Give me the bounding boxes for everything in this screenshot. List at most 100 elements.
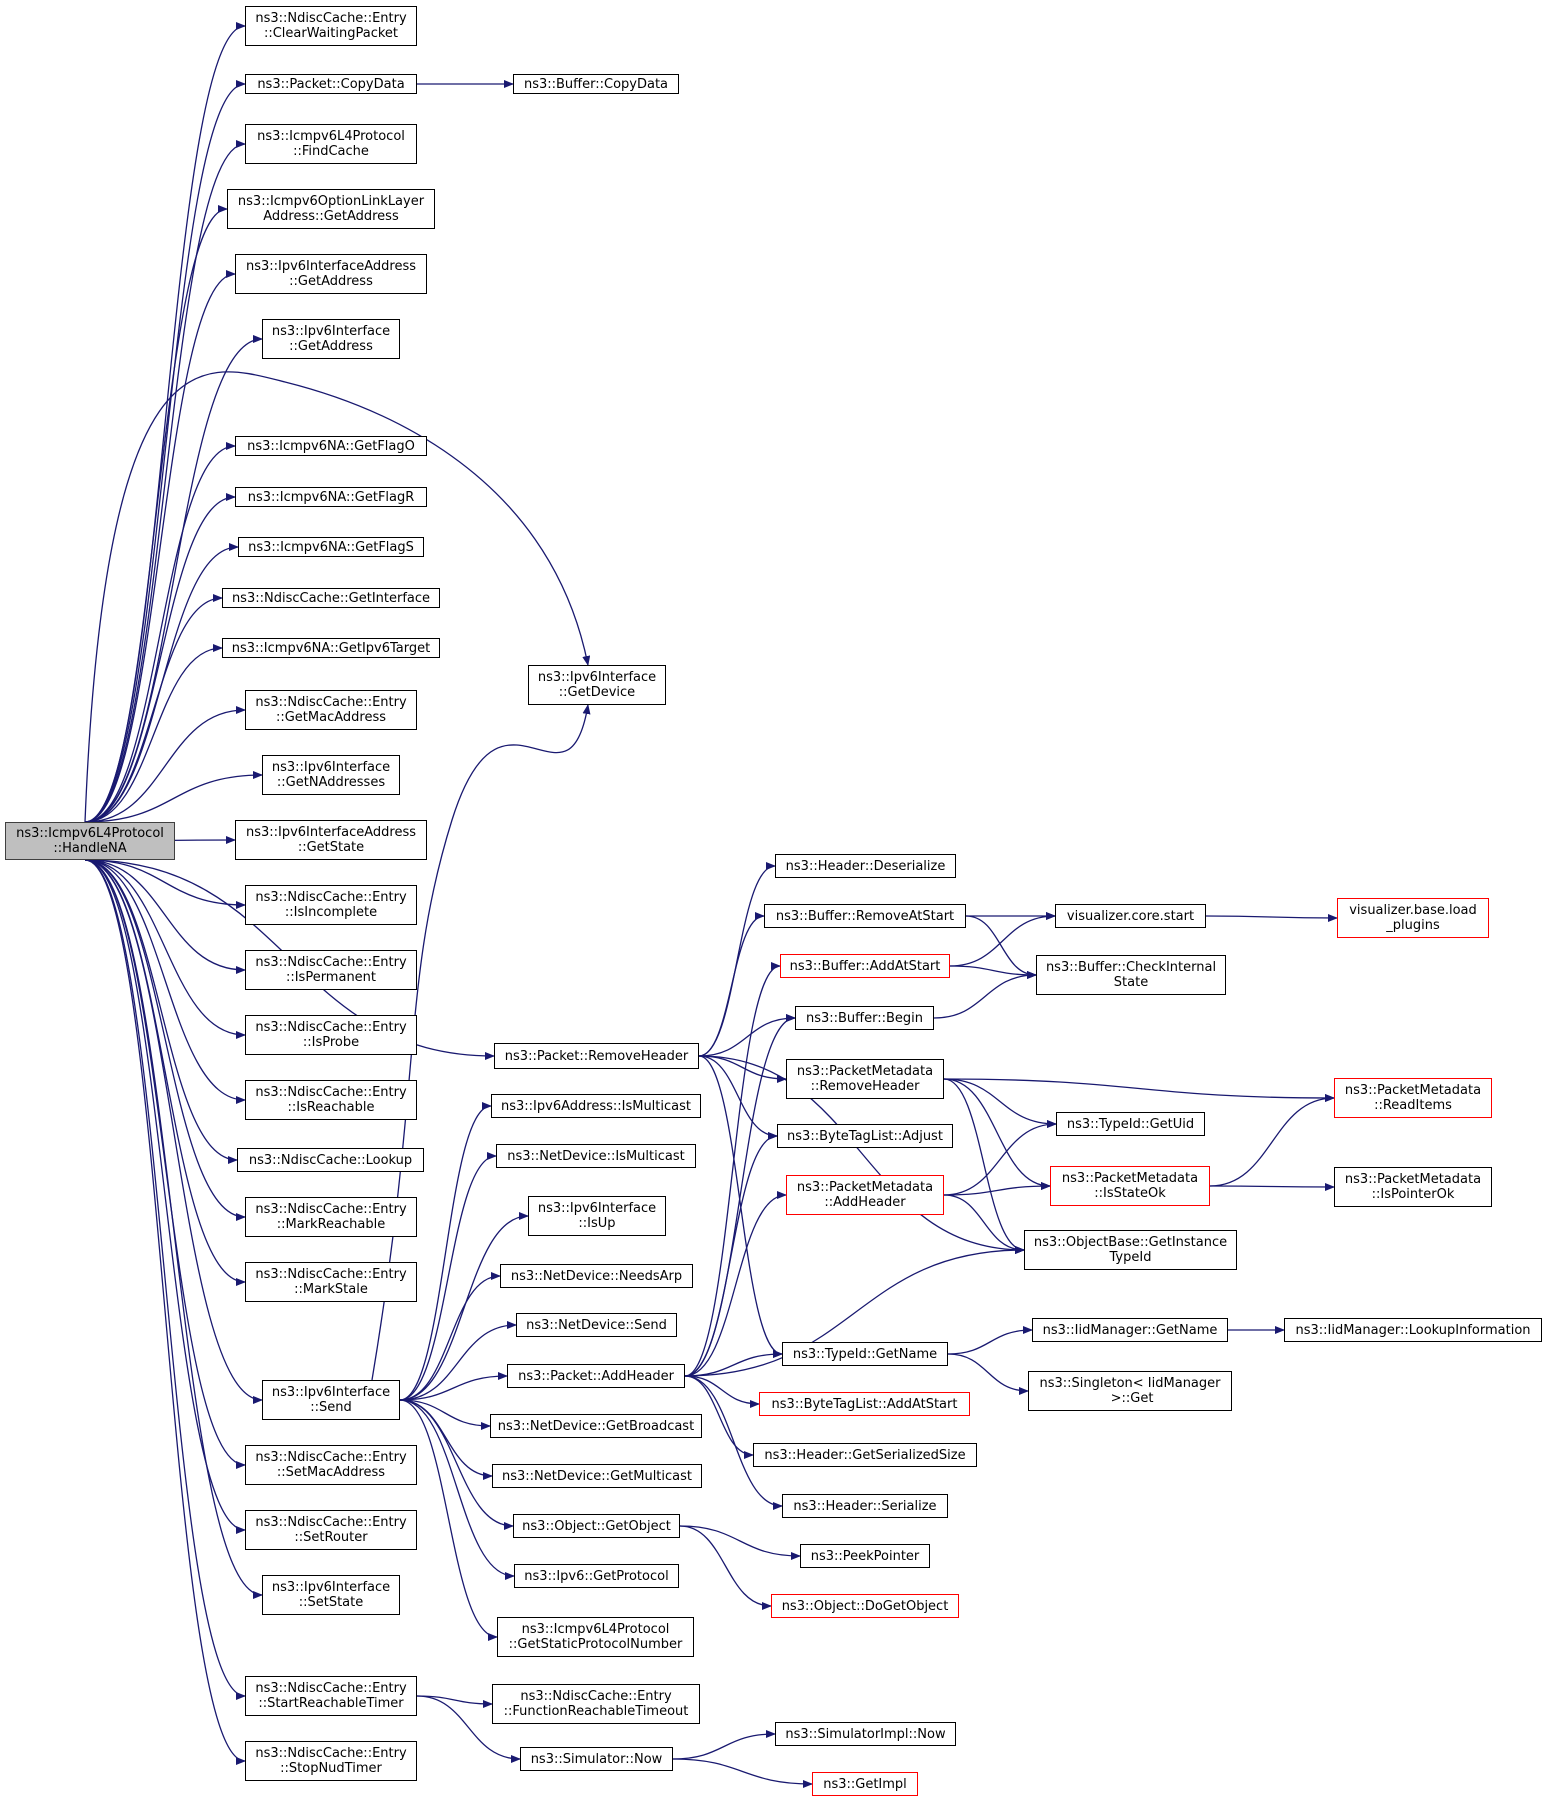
node-iidGetName[interactable]: ns3::IidManager::GetName — [1032, 1318, 1228, 1342]
node-optLinkGetAddress[interactable]: ns3::Icmpv6OptionLinkLayer Address::GetA… — [227, 189, 435, 229]
edge-objectGetObject-to-objectDoGetObject — [679, 1525, 772, 1610]
node-ndEntryClearWaiting[interactable]: ns3::NdiscCache::Entry ::ClearWaitingPac… — [245, 6, 417, 46]
node-ifAddrGetAddress[interactable]: ns3::Ipv6InterfaceAddress ::GetAddress — [235, 254, 427, 294]
edge-root-to-ndEntryClearWaiting — [84, 22, 246, 823]
node-ndEntryIsProbe[interactable]: ns3::NdiscCache::Entry ::IsProbe — [245, 1015, 417, 1055]
node-ndEntrySetMac[interactable]: ns3::NdiscCache::Entry ::SetMacAddress — [245, 1445, 417, 1485]
node-byteTagAddAtStart[interactable]: ns3::ByteTagList::AddAtStart — [759, 1392, 970, 1416]
node-icmpGetStaticProto[interactable]: ns3::Icmpv6L4Protocol ::GetStaticProtoco… — [497, 1617, 694, 1657]
edge-packetRemoveHeader-to-byteTagAdjust — [698, 1055, 778, 1140]
node-netDevGetMulticast[interactable]: ns3::NetDevice::GetMulticast — [492, 1464, 702, 1488]
node-ifSetState[interactable]: ns3::Ipv6Interface ::SetState — [262, 1575, 400, 1615]
node-netDevNeedsArp[interactable]: ns3::NetDevice::NeedsArp — [500, 1264, 693, 1288]
node-packetCopyData[interactable]: ns3::Packet::CopyData — [245, 74, 417, 94]
node-bufferAddAtStart[interactable]: ns3::Buffer::AddAtStart — [780, 954, 950, 978]
node-objectGetObject[interactable]: ns3::Object::GetObject — [513, 1514, 680, 1538]
node-naGetFlagS[interactable]: ns3::Icmpv6NA::GetFlagS — [238, 537, 424, 557]
node-ndEntryStartReachable[interactable]: ns3::NdiscCache::Entry ::StartReachableT… — [245, 1676, 417, 1716]
node-netDevIsMulticast[interactable]: ns3::NetDevice::IsMulticast — [496, 1144, 696, 1168]
edge-ifSend-to-objectGetObject — [399, 1399, 514, 1530]
node-bufferRemoveAtStart[interactable]: ns3::Buffer::RemoveAtStart — [764, 904, 966, 928]
node-simulatorNow[interactable]: ns3::Simulator::Now — [520, 1747, 673, 1771]
edge-ifSend-to-ipv6AddrIsMulticast — [399, 1102, 492, 1401]
node-peekPointer[interactable]: ns3::PeekPointer — [800, 1544, 930, 1568]
node-ifGetAddress[interactable]: ns3::Ipv6Interface ::GetAddress — [262, 319, 400, 359]
node-ifIsUp[interactable]: ns3::Ipv6Interface ::IsUp — [528, 1196, 666, 1236]
edge-root-to-ifSend — [84, 859, 263, 1404]
node-ndEntryIsPermanent[interactable]: ns3::NdiscCache::Entry ::IsPermanent — [245, 950, 417, 990]
node-vizCoreStart[interactable]: visualizer.core.start — [1055, 904, 1206, 928]
node-packetAddHeader[interactable]: ns3::Packet::AddHeader — [507, 1364, 685, 1388]
node-packetRemoveHeader[interactable]: ns3::Packet::RemoveHeader — [494, 1043, 699, 1069]
edge-packetAddHeader-to-objBaseGetInstance — [684, 1246, 1025, 1377]
edge-simulatorNow-to-getImpl — [672, 1758, 813, 1788]
edge-packetAddHeader-to-typeIdGetName — [684, 1350, 783, 1377]
edge-typeIdGetName-to-iidGetName — [947, 1326, 1033, 1355]
node-naGetIpv6Target[interactable]: ns3::Icmpv6NA::GetIpv6Target — [222, 638, 440, 658]
edge-bufferAddAtStart-to-vizCoreStart — [949, 912, 1056, 967]
node-pmIsStateOk[interactable]: ns3::PacketMetadata ::IsStateOk — [1050, 1166, 1210, 1206]
node-bufferBegin[interactable]: ns3::Buffer::Begin — [795, 1006, 934, 1030]
edge-root-to-ndEntryStartReachable — [84, 859, 246, 1700]
edge-root-to-ndEntryIsPermanent — [84, 859, 246, 974]
node-ndEntryIsIncomplete[interactable]: ns3::NdiscCache::Entry ::IsIncomplete — [245, 885, 417, 925]
node-singletonGet[interactable]: ns3::Singleton< IidManager >::Get — [1028, 1371, 1232, 1411]
node-icmpFindCache[interactable]: ns3::Icmpv6L4Protocol ::FindCache — [245, 124, 417, 164]
edge-root-to-ndEntryGetMac — [84, 706, 246, 823]
edge-pmRemoveHeader-to-pmReadItems — [943, 1078, 1335, 1102]
node-bufferCopyData[interactable]: ns3::Buffer::CopyData — [513, 74, 679, 94]
node-bufferCheckInternal[interactable]: ns3::Buffer::CheckInternal State — [1036, 955, 1226, 995]
node-ndEntryFuncReachTimeout[interactable]: ns3::NdiscCache::Entry ::FunctionReachab… — [492, 1684, 700, 1724]
node-typeIdGetName[interactable]: ns3::TypeId::GetName — [782, 1342, 948, 1366]
edge-pmAddHeader-to-typeIdGetUid — [943, 1120, 1057, 1196]
node-ifGetDevice[interactable]: ns3::Ipv6Interface ::GetDevice — [528, 665, 666, 705]
node-netDevSend[interactable]: ns3::NetDevice::Send — [516, 1313, 677, 1337]
edge-packetAddHeader-to-bufferAddAtStart — [684, 962, 781, 1377]
node-ifGetNAddresses[interactable]: ns3::Ipv6Interface ::GetNAddresses — [262, 755, 400, 795]
edge-root-to-ndEntryIsIncomplete — [84, 859, 246, 909]
node-pmReadItems[interactable]: ns3::PacketMetadata ::ReadItems — [1334, 1078, 1492, 1118]
node-pmRemoveHeader[interactable]: ns3::PacketMetadata ::RemoveHeader — [786, 1059, 944, 1099]
node-ipv6GetProtocol[interactable]: ns3::Ipv6::GetProtocol — [514, 1564, 679, 1588]
node-objectDoGetObject[interactable]: ns3::Object::DoGetObject — [771, 1594, 959, 1618]
node-headerDeserialize[interactable]: ns3::Header::Deserialize — [775, 854, 956, 878]
node-iidLookupInfo[interactable]: ns3::IidManager::LookupInformation — [1284, 1318, 1542, 1342]
node-pmIsPointerOk[interactable]: ns3::PacketMetadata ::IsPointerOk — [1334, 1167, 1492, 1207]
edge-pmRemoveHeader-to-pmIsStateOk — [943, 1078, 1051, 1190]
edge-root-to-ndEntrySetRouter — [84, 859, 246, 1534]
node-headerSerialize[interactable]: ns3::Header::Serialize — [782, 1494, 948, 1518]
edge-root-to-ndEntryIsReachable — [84, 859, 246, 1104]
node-simImplNow[interactable]: ns3::SimulatorImpl::Now — [775, 1722, 956, 1746]
edge-ndEntryStartReachable-to-ndEntryFuncReachTimeout — [416, 1695, 493, 1708]
node-headerGetSerializedSize[interactable]: ns3::Header::GetSerializedSize — [753, 1443, 977, 1467]
edge-ifSend-to-ifIsUp — [399, 1212, 529, 1401]
node-netDevGetBroadcast[interactable]: ns3::NetDevice::GetBroadcast — [490, 1414, 702, 1438]
node-getImpl[interactable]: ns3::GetImpl — [812, 1772, 918, 1796]
node-ndEntryStopNud[interactable]: ns3::NdiscCache::Entry ::StopNudTimer — [245, 1741, 417, 1781]
node-typeIdGetUid[interactable]: ns3::TypeId::GetUid — [1056, 1112, 1205, 1136]
node-ifSend[interactable]: ns3::Ipv6Interface ::Send — [262, 1380, 400, 1420]
node-pmAddHeader[interactable]: ns3::PacketMetadata ::AddHeader — [786, 1175, 944, 1215]
node-ndEntryMarkStale[interactable]: ns3::NdiscCache::Entry ::MarkStale — [245, 1262, 417, 1302]
node-ipv6AddrIsMulticast[interactable]: ns3::Ipv6Address::IsMulticast — [491, 1094, 701, 1118]
node-byteTagAdjust[interactable]: ns3::ByteTagList::Adjust — [777, 1124, 953, 1148]
node-objBaseGetInstance[interactable]: ns3::ObjectBase::GetInstance TypeId — [1024, 1230, 1237, 1270]
edge-packetAddHeader-to-headerSerialize — [684, 1375, 783, 1510]
node-ifAddrGetState[interactable]: ns3::Ipv6InterfaceAddress ::GetState — [235, 820, 427, 860]
edge-root-to-ifGetNAddresses — [84, 771, 263, 823]
node-naGetFlagO[interactable]: ns3::Icmpv6NA::GetFlagO — [235, 436, 427, 456]
node-vizBaseLoad[interactable]: visualizer.base.load _plugins — [1337, 898, 1489, 938]
edge-pmIsStateOk-to-pmReadItems — [1209, 1094, 1335, 1187]
edge-root-to-packetCopyData — [84, 80, 246, 823]
edge-pmIsStateOk-to-pmIsPointerOk — [1209, 1182, 1335, 1191]
node-ndEntryIsReachable[interactable]: ns3::NdiscCache::Entry ::IsReachable — [245, 1080, 417, 1120]
node-ndEntryGetMac[interactable]: ns3::NdiscCache::Entry ::GetMacAddress — [245, 690, 417, 730]
node-ndLookup[interactable]: ns3::NdiscCache::Lookup — [237, 1148, 424, 1172]
edge-packetAddHeader-to-headerGetSerializedSize — [684, 1375, 754, 1459]
edge-pmRemoveHeader-to-objBaseGetInstance — [943, 1078, 1025, 1254]
node-ndEntrySetRouter[interactable]: ns3::NdiscCache::Entry ::SetRouter — [245, 1510, 417, 1550]
node-ndGetInterface[interactable]: ns3::NdiscCache::GetInterface — [222, 588, 440, 608]
node-naGetFlagR[interactable]: ns3::Icmpv6NA::GetFlagR — [235, 487, 427, 507]
node-ndEntryMarkReachable[interactable]: ns3::NdiscCache::Entry ::MarkReachable — [245, 1197, 417, 1237]
